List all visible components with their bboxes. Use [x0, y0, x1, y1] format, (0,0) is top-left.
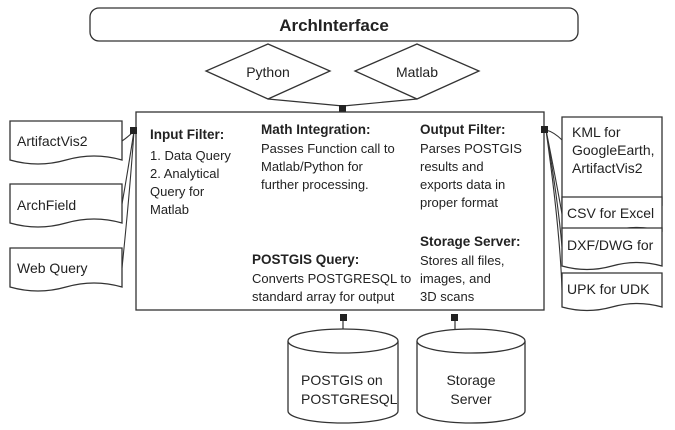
storage-server-line-2: images, and: [420, 271, 491, 286]
postgis-query-line-2: standard array for output: [252, 289, 395, 304]
storage-server-line-3: 3D scans: [420, 289, 475, 304]
storage-server-line-1: Stores all files,: [420, 253, 505, 268]
input-filter-line-2: 2. Analytical: [150, 166, 219, 181]
doc-shape-web-query: [9, 247, 123, 292]
input-filter-heading: Input Filter:: [150, 127, 224, 142]
output-dxf: DXF/DWG for: [567, 237, 654, 253]
output-filter-line-1: Parses POSTGIS: [420, 141, 522, 156]
doc-shape-archfield: [9, 183, 123, 228]
output-filter-heading: Output Filter:: [420, 122, 505, 137]
input-archfield: ArchField: [17, 197, 76, 213]
storage-db-line-2: Server: [450, 391, 492, 407]
output-filter-line-2: results and: [420, 159, 484, 174]
input-filter-line-4: Matlab: [150, 202, 189, 217]
storage-server-heading: Storage Server:: [420, 234, 521, 249]
storage-server-cylinder: [416, 328, 526, 424]
python-label: Python: [246, 64, 290, 80]
storage-db-line-1: Storage: [446, 372, 495, 388]
output-filter-line-3: exports data in: [420, 177, 505, 192]
input-artifactvis2: ArtifactVis2: [17, 133, 88, 149]
postgis-database-cylinder: [287, 328, 399, 424]
postgis-db-line-1: POSTGIS on: [301, 372, 383, 388]
input-filter-line-3: Query for: [150, 184, 205, 199]
output-filter-line-4: proper format: [420, 195, 498, 210]
math-integration-line-1: Passes Function call to: [261, 141, 395, 156]
main-processing-box: [135, 111, 545, 311]
output-kml-line-1: KML for: [572, 124, 621, 140]
input-web-query: Web Query: [17, 260, 88, 276]
archinterface-title: ArchInterface: [279, 16, 389, 35]
output-connector-node: [541, 126, 548, 133]
input-connector-node: [130, 127, 137, 134]
output-csv: CSV for Excel: [567, 205, 654, 221]
postgis-db-line-2: POSTGRESQL: [301, 391, 398, 407]
output-kml-line-3: ArtifactVis2: [572, 160, 643, 176]
math-integration-line-3: further processing.: [261, 177, 369, 192]
language-connector: [267, 98, 418, 107]
doc-shape-upk: [561, 272, 663, 312]
input-documents: ArtifactVis2 ArchField Web Query: [9, 120, 123, 292]
output-connectors: [545, 129, 563, 291]
input-connectors: [121, 130, 135, 269]
matlab-label: Matlab: [396, 64, 438, 80]
postgis-connector-node: [340, 314, 347, 321]
math-integration-line-2: Matlab/Python for: [261, 159, 364, 174]
output-kml-line-2: GoogleEarth,: [572, 142, 655, 158]
input-filter-line-1: 1. Data Query: [150, 148, 231, 163]
postgis-query-heading: POSTGIS Query:: [252, 252, 359, 267]
language-connector-node: [339, 105, 346, 112]
archinterface-banner: [89, 7, 579, 42]
output-upk: UPK for UDK: [567, 281, 650, 297]
doc-shape-artifactvis2: [9, 120, 123, 165]
output-documents: KML for GoogleEarth, ArtifactVis2 CSV fo…: [561, 116, 663, 312]
storage-connector-node: [451, 314, 458, 321]
math-integration-heading: Math Integration:: [261, 122, 371, 137]
postgis-query-line-1: Converts POSTGRESQL to: [252, 271, 411, 286]
doc-shape-dxf: [561, 227, 663, 271]
